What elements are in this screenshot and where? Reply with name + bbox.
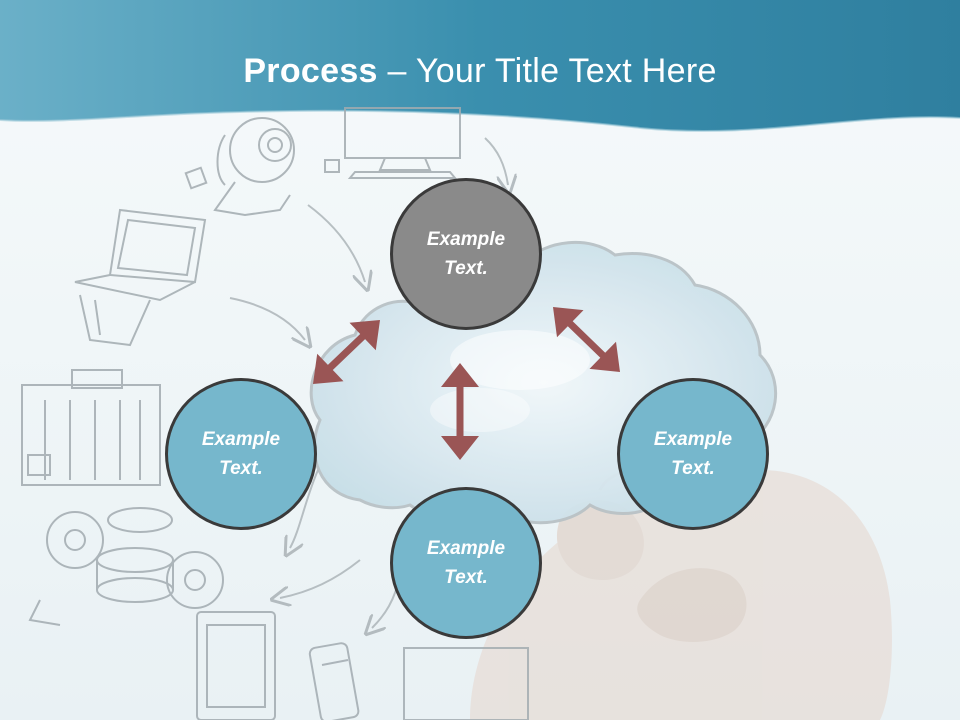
process-arrows <box>313 307 620 460</box>
header-band <box>0 0 960 132</box>
process-node-top[interactable]: Example Text. <box>390 178 542 330</box>
process-node-bottom[interactable]: Example Text. <box>390 487 542 639</box>
arrow-top-right <box>553 307 620 372</box>
process-node-left-label: Example Text. <box>201 429 281 479</box>
process-node-bottom-label: Example Text. <box>426 538 506 588</box>
process-node-right[interactable]: Example Text. <box>617 378 769 530</box>
arrow-vertical <box>441 363 479 460</box>
sketch-arrows <box>229 137 508 628</box>
title-bold: Process <box>243 52 378 90</box>
process-node-right-label: Example Text. <box>653 429 733 479</box>
arrow-top-left <box>313 320 380 384</box>
title-rest: – Your Title Text Here <box>377 52 717 90</box>
sketch-devices <box>21 107 529 720</box>
process-node-left[interactable]: Example Text. <box>165 378 317 530</box>
slide-title: Process – Your Title Text Here <box>0 52 960 91</box>
process-node-top-label: Example Text. <box>426 229 506 279</box>
